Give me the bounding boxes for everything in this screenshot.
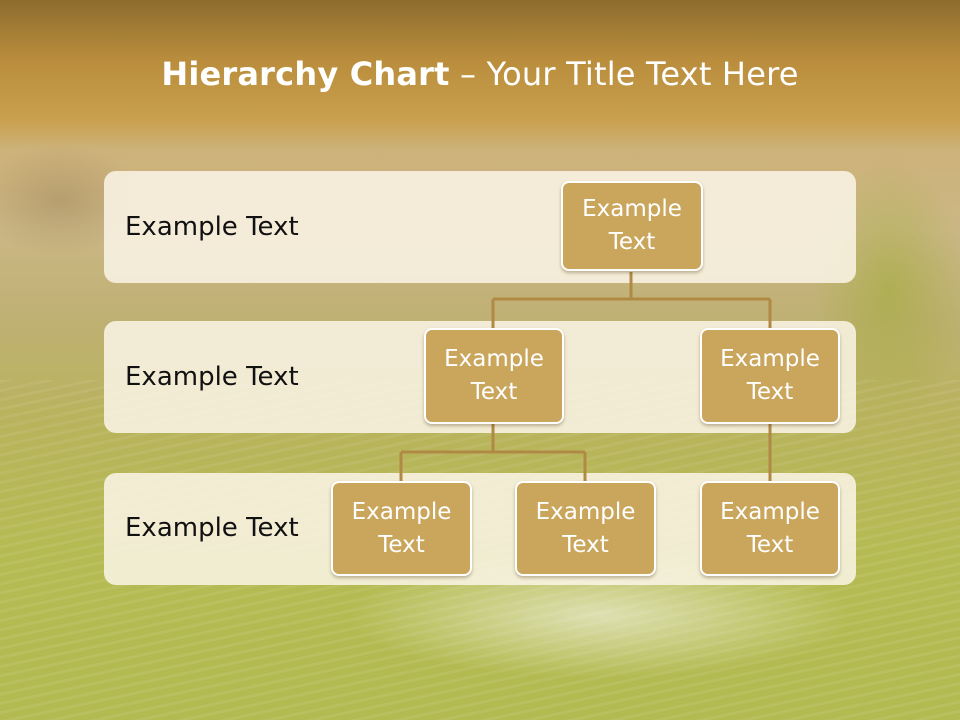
node-level3-a-line2: Text [378, 531, 425, 558]
node-level3-c-line1: Example [720, 498, 820, 525]
node-level2-right-line2: Text [746, 379, 794, 405]
title-separator: – [449, 55, 487, 93]
node-level3-b-line1: Example [535, 498, 636, 525]
band-label-1: Example Text [125, 212, 299, 242]
node-level2-left-line2: Text [470, 379, 518, 405]
title-bold-part: Hierarchy Chart [161, 55, 450, 93]
slide-title: Hierarchy Chart – Your Title Text Here [0, 55, 960, 93]
level-band-1 [104, 171, 856, 283]
band-label-2: Example Text [125, 362, 299, 392]
band-label-3: Example Text [125, 513, 299, 543]
node-root-line1: Example [582, 196, 682, 222]
node-level3-b-line2: Text [562, 531, 609, 558]
node-level2-right-line1: Example [720, 346, 820, 372]
node-level2-left-line1: Example [444, 346, 544, 372]
node-level3-a-line1: Example [351, 498, 452, 525]
title-rest: Your Title Text Here [486, 55, 799, 93]
node-level3-c-line2: Text [746, 531, 794, 558]
node-root-line2: Text [608, 229, 656, 255]
